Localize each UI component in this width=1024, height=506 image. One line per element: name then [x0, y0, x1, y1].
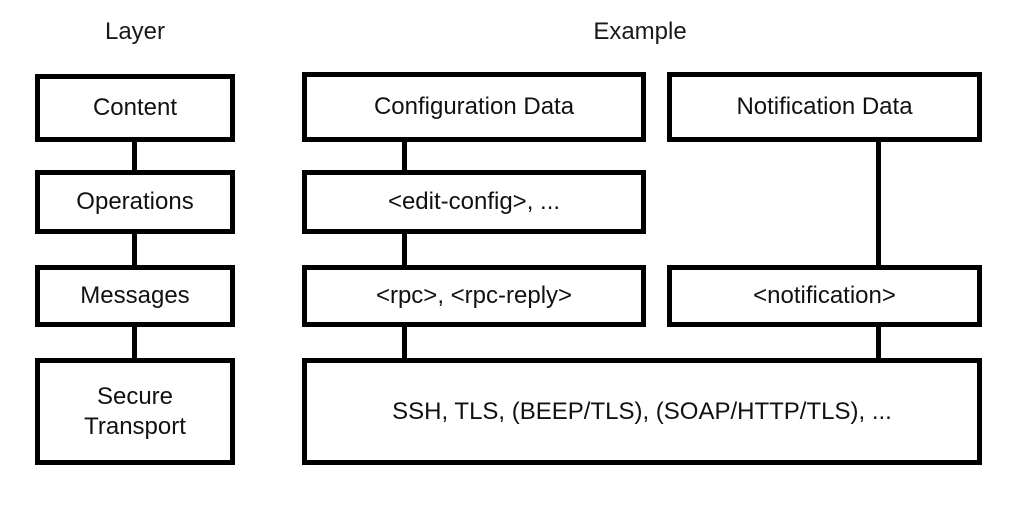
layer-box-secure-transport-label: Secure Transport [84, 382, 186, 440]
example-box-notification-data-label: Notification Data [736, 93, 913, 120]
example-box-notification-label: <notification> [753, 282, 896, 309]
layer-box-content-label: Content [92, 94, 178, 121]
example-box-secure-transport[interactable]: SSH, TLS, (BEEP/TLS), (SOAP/HTTP/TLS), .… [302, 358, 982, 465]
example-box-configuration-data[interactable]: Configuration Data [302, 72, 646, 142]
example-box-secure-transport-label: SSH, TLS, (BEEP/TLS), (SOAP/HTTP/TLS), .… [392, 397, 892, 425]
connector-notification-data-to-notification [876, 140, 881, 267]
connector-content-to-operations [132, 140, 137, 172]
layer-box-secure-transport[interactable]: Secure Transport [35, 358, 235, 465]
example-box-configuration-data-label: Configuration Data [373, 93, 575, 120]
example-box-edit-config[interactable]: <edit-config>, ... [302, 170, 646, 234]
connector-edit-config-to-rpc [402, 232, 407, 267]
connector-configuration-data-to-edit-config [402, 140, 407, 172]
example-box-rpc-label: <rpc>, <rpc-reply> [375, 282, 573, 309]
example-box-edit-config-label: <edit-config>, ... [387, 188, 561, 215]
connector-notification-to-transport [876, 325, 881, 360]
connector-operations-to-messages [132, 232, 137, 267]
layer-box-operations[interactable]: Operations [35, 170, 235, 234]
layer-box-messages-label: Messages [80, 282, 190, 309]
column-header-layer: Layer [104, 18, 166, 45]
column-header-example: Example [593, 18, 687, 45]
example-box-notification[interactable]: <notification> [667, 265, 982, 327]
example-box-notification-data[interactable]: Notification Data [667, 72, 982, 142]
example-box-rpc[interactable]: <rpc>, <rpc-reply> [302, 265, 646, 327]
layer-box-content[interactable]: Content [35, 74, 235, 142]
layer-box-operations-label: Operations [76, 188, 194, 215]
connector-messages-to-transport [132, 325, 137, 360]
connector-rpc-to-transport [402, 325, 407, 360]
layer-box-messages[interactable]: Messages [35, 265, 235, 327]
